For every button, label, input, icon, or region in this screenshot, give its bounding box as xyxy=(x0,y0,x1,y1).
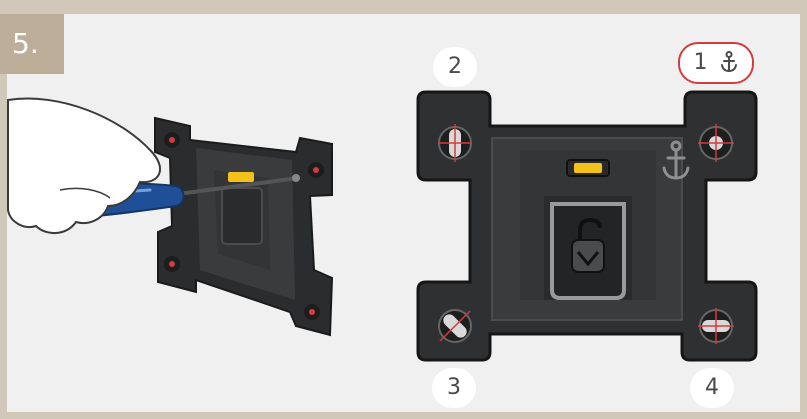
hole-label-4: 4 xyxy=(690,368,734,408)
anchor-icon xyxy=(720,51,737,73)
screw-hole-3 xyxy=(438,309,472,343)
hole-label-1: 1 xyxy=(678,42,754,84)
anchor-icon xyxy=(662,140,690,180)
hand-illustration xyxy=(7,97,162,234)
hole-label-2: 2 xyxy=(433,47,477,87)
screw-hole-4 xyxy=(698,308,734,344)
bubble-level-icon xyxy=(228,172,254,182)
mount-plate-diagram xyxy=(416,90,758,362)
mounting-illustration xyxy=(7,97,334,337)
hole-label-3: 3 xyxy=(432,368,476,408)
unlock-icon xyxy=(550,202,626,300)
screw-hole-1 xyxy=(698,124,734,162)
tilted-mount-plate xyxy=(154,116,334,337)
step-number: 5. xyxy=(0,14,64,74)
screw-hole-2 xyxy=(438,124,472,162)
hole-label-1-text: 1 xyxy=(693,50,708,75)
